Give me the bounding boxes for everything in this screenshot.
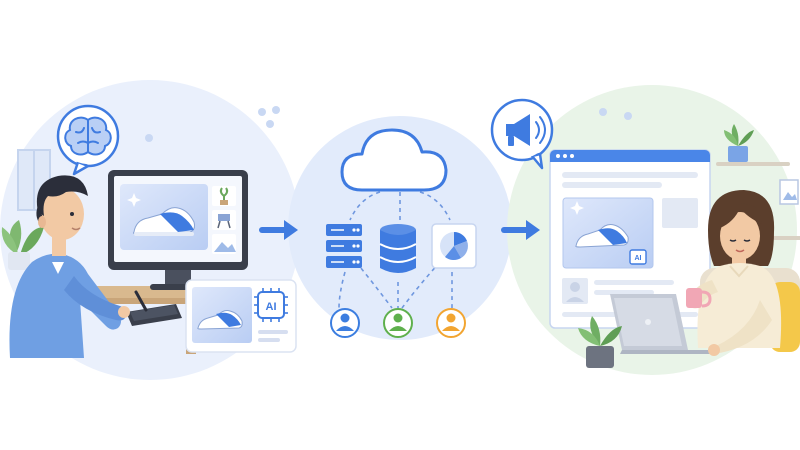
floor-plant — [578, 316, 622, 368]
drawing-tablet — [126, 290, 182, 326]
cloud-connectors — [338, 191, 453, 309]
decorative-dots — [145, 106, 632, 142]
pie-chart-icon — [440, 232, 468, 261]
mug-icon — [686, 288, 712, 308]
flow-arrow-2 — [501, 220, 540, 240]
designer-person — [9, 175, 130, 358]
flow-arrow-1 — [259, 220, 298, 240]
megaphone-icon-bubble — [490, 98, 554, 170]
laptop — [610, 294, 715, 354]
server-icon — [326, 224, 362, 268]
consumer-hand — [708, 344, 720, 356]
brain-icon — [64, 116, 112, 156]
wall-shelf-right — [760, 236, 800, 240]
cloud-icon — [340, 128, 448, 192]
user-icon-green — [383, 308, 413, 338]
ai-card: AI — [185, 279, 297, 353]
database-icon — [379, 224, 417, 273]
left-plant — [1, 220, 44, 270]
ai-chip-icon: AI — [254, 288, 288, 322]
user-icon-blue — [330, 308, 360, 338]
pie-chart-card — [431, 223, 477, 269]
ad-browser-window: AI — [549, 149, 711, 329]
ad-ai-chip-icon: AI — [629, 249, 647, 265]
ad-shoe-icon — [575, 224, 629, 248]
user-icon-orange — [436, 308, 466, 338]
ad-ai-badge: AI — [635, 255, 642, 262]
brain-icon-bubble — [56, 104, 120, 176]
ai-card-badge: AI — [266, 301, 277, 313]
monitor-shoe-icon — [133, 207, 195, 236]
megaphone-icon — [506, 114, 546, 146]
consumer-arm — [712, 300, 772, 354]
wall-frame — [779, 179, 799, 205]
ai-card-shoe-icon — [197, 310, 243, 330]
shelf — [716, 124, 790, 166]
monitor — [108, 170, 248, 290]
